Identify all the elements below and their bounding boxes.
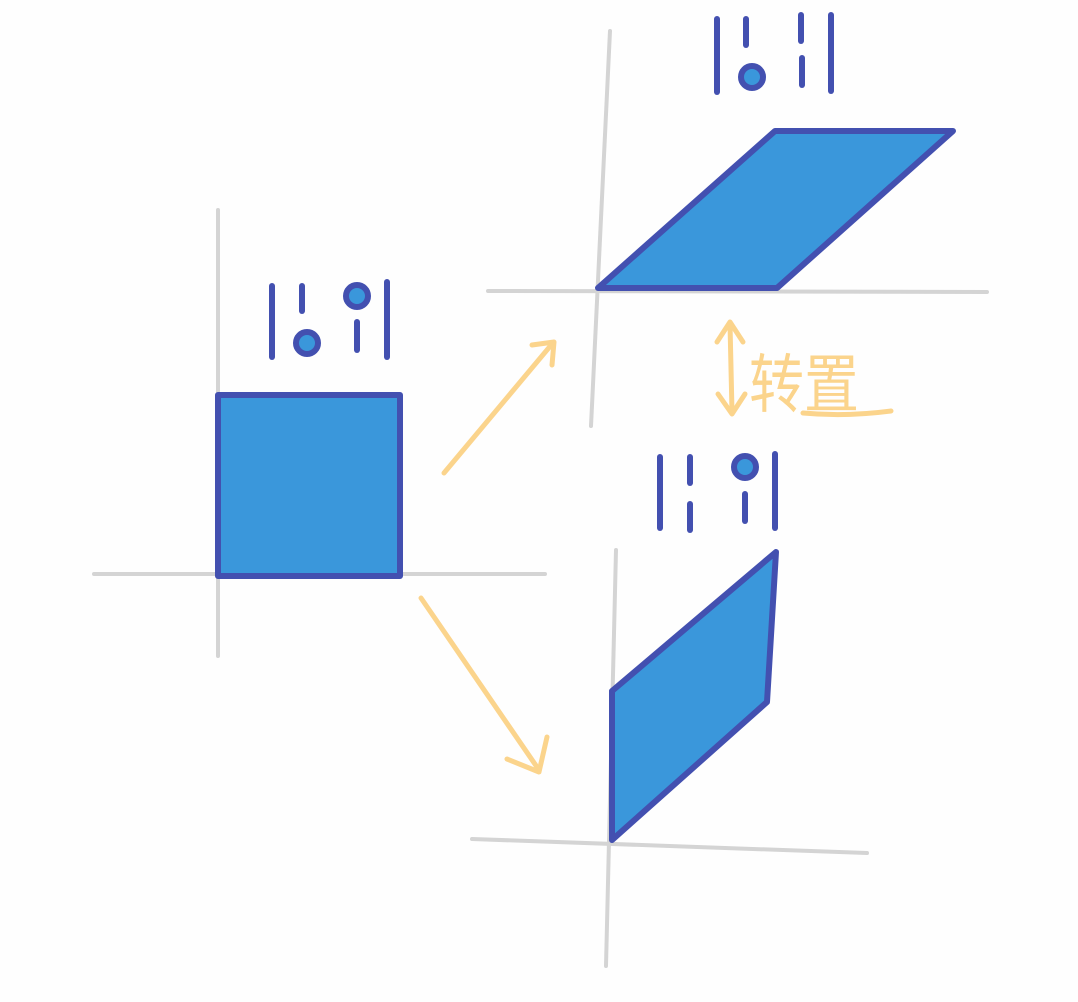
vertical-shear-figure (470, 451, 869, 968)
bottom-x-axis (470, 837, 869, 855)
bottom-matrix-notation (657, 451, 778, 533)
double-arrow-shaft (727, 321, 735, 415)
transform-arrow-down (418, 595, 550, 775)
bottom-entry-top-right-dot (731, 453, 759, 481)
transform-arrow-up (441, 339, 557, 476)
label-underline (800, 408, 894, 418)
arrow-up-shaft (441, 341, 555, 476)
horizontal-shear-figure (486, 12, 989, 428)
top-x-axis (486, 289, 989, 294)
original-entry-top-right-dot (343, 282, 371, 310)
double-arrow-top-head (714, 319, 746, 345)
arrow-up-head (529, 339, 557, 368)
original-matrix-notation (269, 279, 390, 360)
horizontal-parallelogram (595, 128, 956, 291)
top-entry-bottom-left-dot (738, 63, 766, 91)
double-arrow-bottom-head (715, 391, 748, 417)
top-y-axis (589, 29, 612, 428)
original-figure (92, 208, 547, 658)
arrow-down-head (504, 734, 550, 775)
original-square (215, 392, 403, 579)
original-entry-bottom-left-dot (293, 329, 321, 357)
vertical-parallelogram (609, 549, 779, 843)
transpose-annotation: 转置 (714, 319, 894, 423)
arrow-down-shaft (418, 595, 542, 773)
top-matrix-notation (714, 12, 834, 95)
